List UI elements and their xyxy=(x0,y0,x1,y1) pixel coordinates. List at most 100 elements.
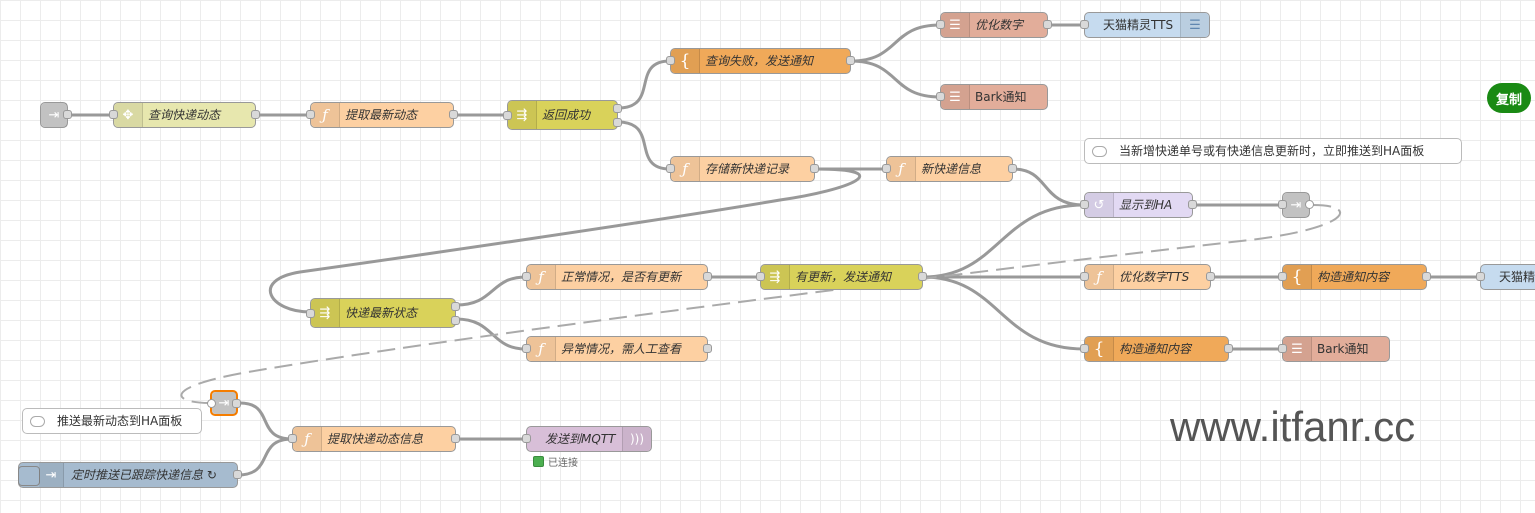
comment-node-push[interactable]: 推送最新动态到HA面板 xyxy=(22,408,202,434)
status-text: 已连接 xyxy=(548,458,578,469)
function-node-new-info[interactable]: ƒ 新快递信息 xyxy=(882,156,1017,182)
list-icon: ☰ xyxy=(1283,337,1312,361)
wire xyxy=(236,437,294,477)
output-port[interactable] xyxy=(1305,200,1314,209)
node-label: 异常情况，需人工查看 xyxy=(561,342,682,356)
output-port[interactable] xyxy=(918,272,927,281)
output-port[interactable] xyxy=(1224,344,1233,353)
input-port[interactable] xyxy=(936,20,945,29)
input-port[interactable] xyxy=(522,434,531,443)
input-port[interactable] xyxy=(1278,272,1287,281)
template-node-build-2[interactable]: { 构造通知内容 xyxy=(1080,336,1233,362)
node-label: 提取最新动态 xyxy=(345,108,418,122)
wire xyxy=(454,317,528,351)
link-out-node[interactable]: ⇥ xyxy=(1278,192,1314,218)
output-port[interactable] xyxy=(810,164,819,173)
output-port[interactable] xyxy=(1188,200,1197,209)
output-port[interactable] xyxy=(449,110,458,119)
input-port[interactable] xyxy=(882,164,891,173)
function-node-store[interactable]: ƒ 存储新快递记录 xyxy=(666,156,819,182)
input-port[interactable] xyxy=(1278,344,1287,353)
node-label: 优化数字 xyxy=(975,18,1024,32)
input-port[interactable] xyxy=(1080,200,1089,209)
function-node[interactable]: ƒ 提取最新动态 xyxy=(306,102,458,128)
output-port[interactable] xyxy=(232,399,241,408)
function-node-extract-info[interactable]: ƒ 提取快递动态信息 xyxy=(288,426,460,452)
input-port[interactable] xyxy=(1080,20,1089,29)
wireless-icon: ))) xyxy=(622,427,651,451)
input-port[interactable] xyxy=(288,434,297,443)
function-node-optimize[interactable]: ☰ 优化数字 xyxy=(936,12,1052,38)
output-port[interactable] xyxy=(1043,20,1052,29)
tts-node-2[interactable]: 天猫精 xyxy=(1476,264,1535,290)
input-port[interactable] xyxy=(306,110,315,119)
wire xyxy=(921,203,1086,279)
input-port[interactable] xyxy=(503,111,512,120)
input-port[interactable] xyxy=(666,56,675,65)
inject-node[interactable]: ⇥ 定时推送已跟踪快递信息 ↻ xyxy=(18,462,242,488)
input-port[interactable] xyxy=(756,272,765,281)
copy-button[interactable]: 复制 xyxy=(1487,83,1531,113)
input-port[interactable] xyxy=(522,344,531,353)
link-in-node-2[interactable]: ⇥ xyxy=(207,390,241,416)
input-port[interactable] xyxy=(1080,272,1089,281)
node-label: 构造通知内容 xyxy=(1317,270,1390,284)
output-port[interactable] xyxy=(1008,164,1017,173)
output-port-2[interactable] xyxy=(451,316,460,325)
node-label: 构造通知内容 xyxy=(1119,342,1192,356)
function-icon: ƒ xyxy=(671,157,700,181)
template-node[interactable]: { 查询失败，发送通知 xyxy=(666,48,855,74)
input-port[interactable] xyxy=(109,110,118,119)
node-label: 定时推送已跟踪快递信息 ↻ xyxy=(71,463,231,487)
link-in-node[interactable]: ⇥ xyxy=(40,102,72,128)
input-port[interactable] xyxy=(1080,344,1089,353)
output-port[interactable] xyxy=(1422,272,1431,281)
inject-button[interactable] xyxy=(18,466,40,486)
template-node-build-1[interactable]: { 构造通知内容 xyxy=(1278,264,1431,290)
function-node-normal[interactable]: ƒ 正常情况，是否有更新 xyxy=(522,264,712,290)
output-port[interactable] xyxy=(846,56,855,65)
input-port[interactable] xyxy=(306,309,315,318)
function-node-tts[interactable]: ƒ 优化数字TTS xyxy=(1080,264,1215,290)
bark-notify-node-2[interactable]: ☰ Bark通知 xyxy=(1278,336,1390,362)
ha-display-node[interactable]: ↺ 显示到HA xyxy=(1080,192,1197,218)
output-port[interactable] xyxy=(1206,272,1215,281)
output-port[interactable] xyxy=(63,110,72,119)
comment-label: 当新增快递单号或有快递信息更新时，立即推送到HA面板 xyxy=(1119,144,1425,158)
mqtt-out-node[interactable]: 发送到MQTT ))) xyxy=(522,426,652,452)
output-port[interactable] xyxy=(251,110,260,119)
node-label-text: 定时推送已跟踪快递信息 xyxy=(71,468,204,482)
repeat-icon: ↻ xyxy=(206,468,217,482)
bark-notify-node[interactable]: ☰ Bark通知 xyxy=(936,84,1048,110)
switch-node-updated[interactable]: ⇶ 有更新，发送通知 xyxy=(756,264,927,290)
node-label: 存储新快递记录 xyxy=(705,162,790,176)
function-icon: ƒ xyxy=(293,427,322,451)
output-port[interactable] xyxy=(233,470,242,479)
output-port-1[interactable] xyxy=(451,302,460,311)
input-port[interactable] xyxy=(207,399,216,408)
output-port-2[interactable] xyxy=(613,118,622,127)
node-label: 天猫精 xyxy=(1499,270,1535,284)
input-port[interactable] xyxy=(1278,200,1287,209)
output-port[interactable] xyxy=(703,272,712,281)
output-port[interactable] xyxy=(451,434,460,443)
wire xyxy=(238,401,294,441)
output-port[interactable] xyxy=(703,344,712,353)
globe-icon: ✥ xyxy=(114,103,143,127)
node-label: Bark通知 xyxy=(1317,342,1369,356)
function-node-abnormal[interactable]: ƒ 异常情况，需人工查看 xyxy=(522,336,712,362)
input-port[interactable] xyxy=(666,164,675,173)
node-label: 提取快递动态信息 xyxy=(327,432,424,446)
input-port[interactable] xyxy=(936,92,945,101)
arrow-right-icon: ⇥ xyxy=(39,463,64,487)
output-port-1[interactable] xyxy=(613,104,622,113)
input-port[interactable] xyxy=(1476,272,1485,281)
tts-node[interactable]: 天猫精灵TTS ☰ xyxy=(1080,12,1210,38)
link-icon: ⇥ xyxy=(41,103,67,127)
switch-node[interactable]: ⇶ 返回成功 xyxy=(503,100,622,130)
switch-node-status[interactable]: ⇶ 快递最新状态 xyxy=(306,298,460,328)
http-request-node[interactable]: ✥ 查询快递动态 xyxy=(109,102,260,128)
comment-node-ha[interactable]: 当新增快递单号或有快递信息更新时，立即推送到HA面板 xyxy=(1084,138,1462,164)
input-port[interactable] xyxy=(522,272,531,281)
